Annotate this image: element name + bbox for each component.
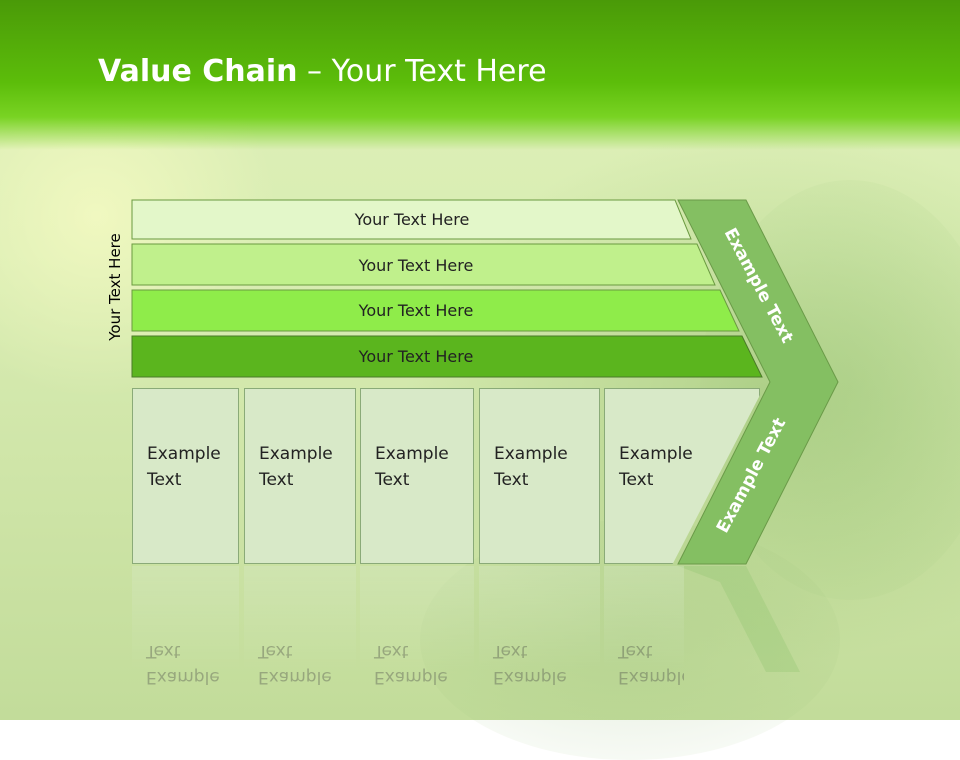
- chevron-reflection: [678, 566, 800, 672]
- row-bar-4: [131, 335, 763, 378]
- chevron-arrow: [677, 199, 839, 565]
- column-text-line1: Example: [619, 444, 693, 464]
- row-label-3: Your Text Here: [358, 301, 474, 320]
- row-bar-1: [131, 199, 692, 240]
- column-text-line1: Example: [259, 444, 333, 464]
- slide-header: [0, 0, 960, 150]
- row-bar-3: [131, 289, 740, 332]
- row-label-2: Your Text Here: [358, 256, 474, 275]
- row-bar-2: [131, 243, 716, 286]
- column-text-line2: Text: [494, 470, 529, 490]
- row-label-1: Your Text Here: [354, 210, 470, 229]
- column-text-line2: Text: [375, 470, 410, 490]
- column-text-line2: Text: [259, 470, 294, 490]
- column-text-line1: Example: [375, 444, 449, 464]
- column-text-line1: Example: [494, 444, 568, 464]
- column-text-line2: Text: [619, 470, 654, 490]
- column-text-line1: Example: [147, 444, 221, 464]
- column-text-line2: Text: [147, 470, 182, 490]
- slide-title: Value Chain – Your Text Here: [98, 54, 547, 89]
- diagram-shapes: Example Text Example Text: [131, 199, 839, 672]
- row-label-4: Your Text Here: [358, 347, 474, 366]
